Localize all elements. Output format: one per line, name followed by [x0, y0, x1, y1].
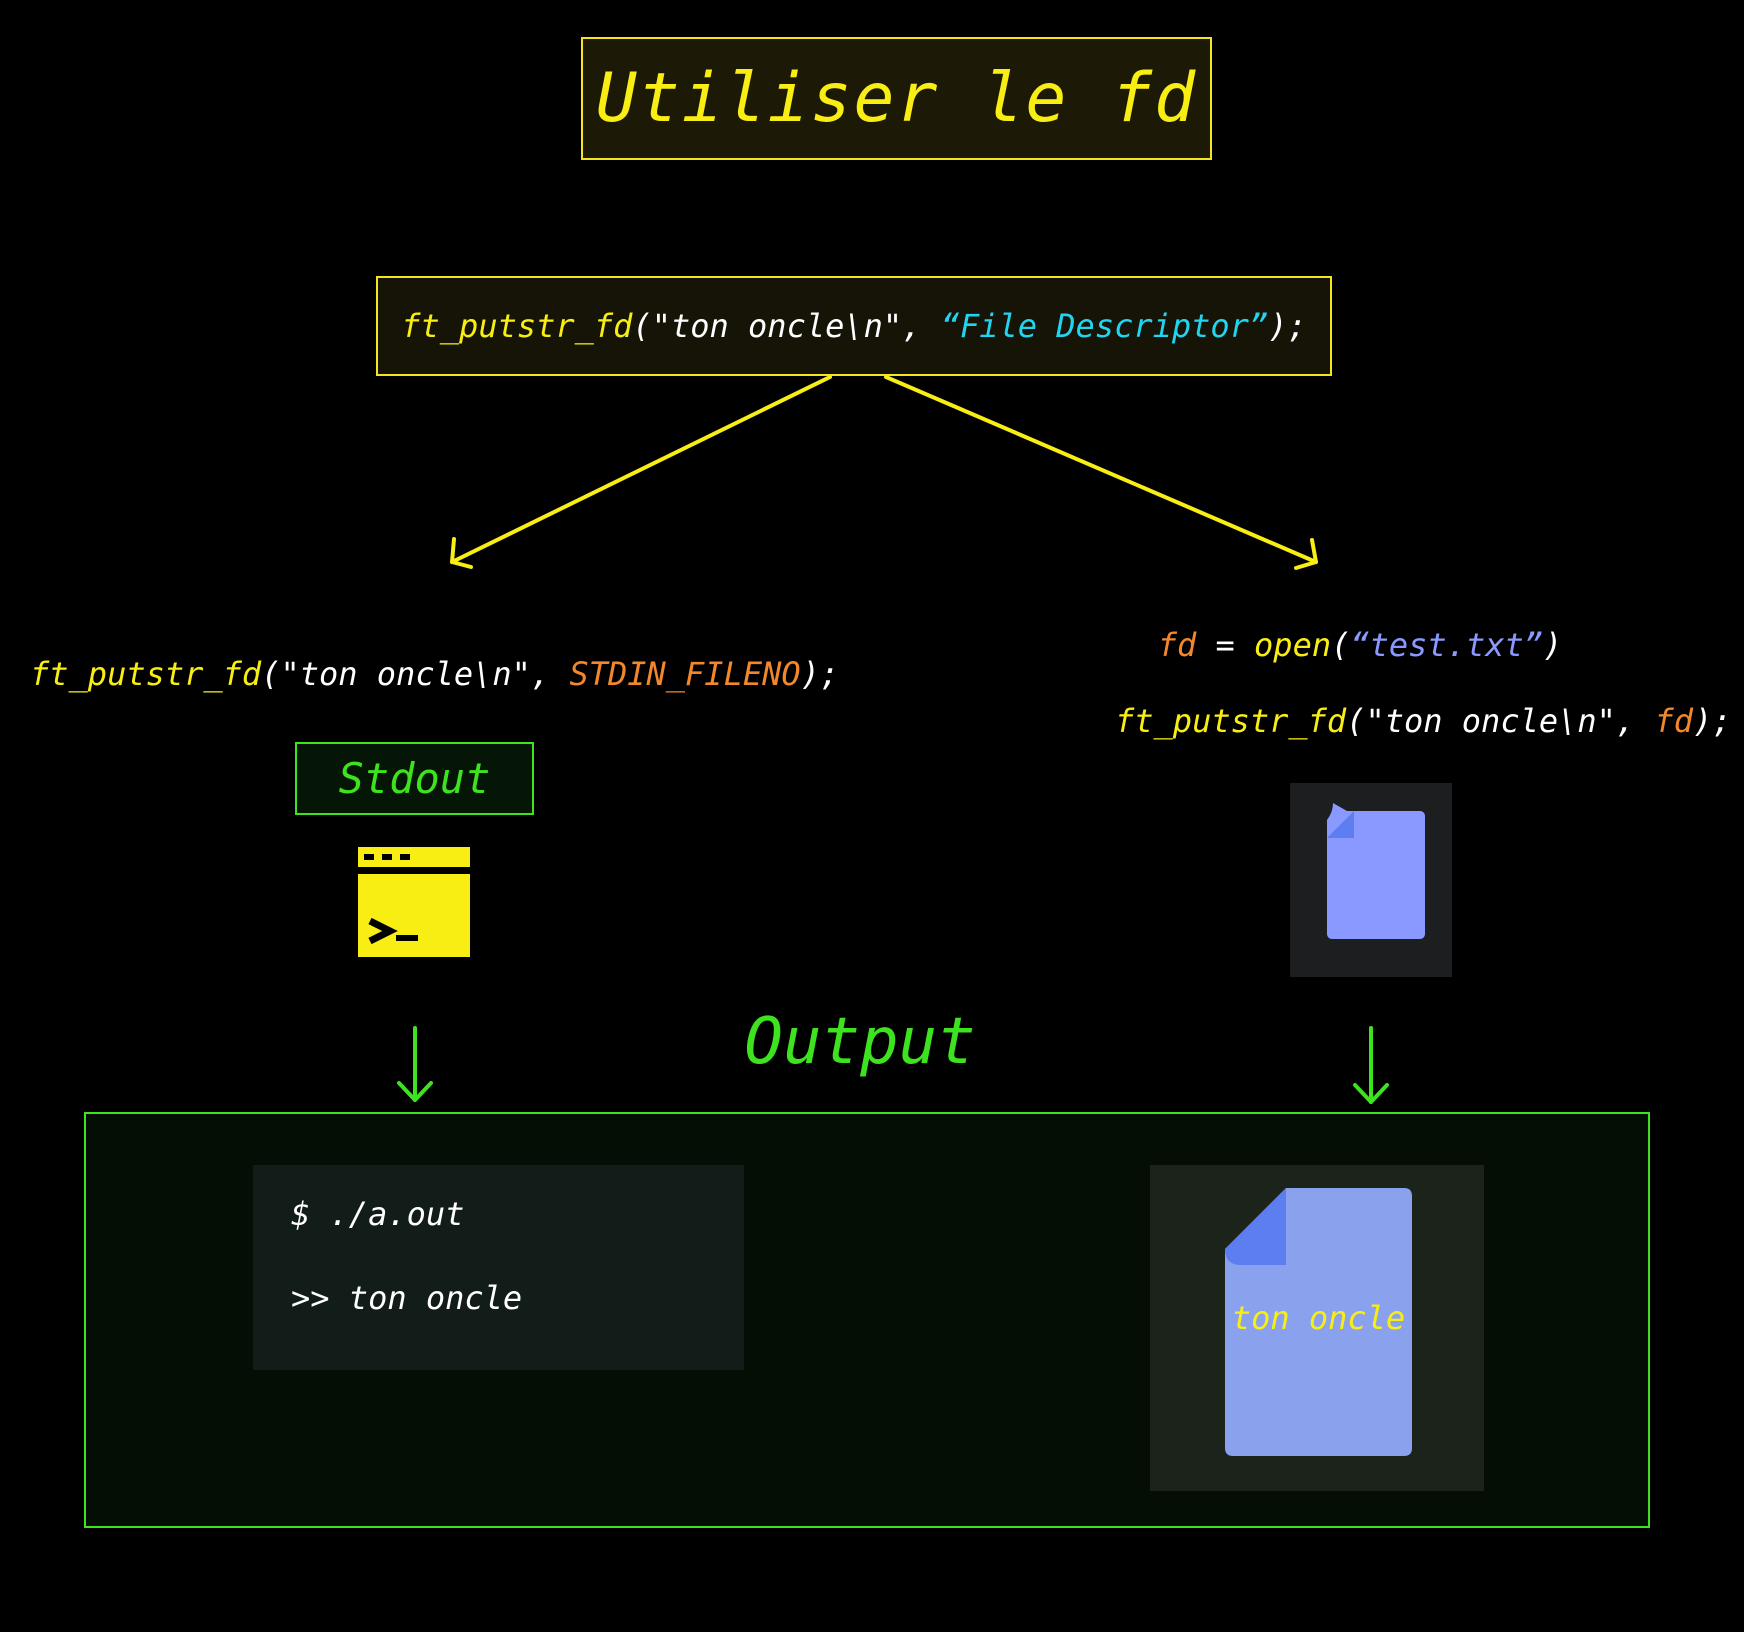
- output-label: Output: [744, 1005, 976, 1079]
- right-open-eq: =: [1196, 626, 1255, 664]
- left-branch-arrow: [450, 375, 832, 564]
- right-open-paren: (: [1331, 626, 1351, 664]
- right-down-arrow-head: [1353, 1083, 1389, 1104]
- title-box: Utiliser le fd: [581, 37, 1212, 160]
- right-arrow-head: [1294, 538, 1318, 570]
- left-code-paren: (: [261, 655, 281, 693]
- stdout-label: Stdout: [338, 754, 491, 803]
- file-output-content: ton oncle: [1231, 1299, 1406, 1337]
- stdout-box: Stdout: [295, 742, 534, 815]
- right-open-arg: “test.txt”: [1350, 626, 1544, 664]
- top-code-paren: (: [632, 307, 652, 345]
- right-branch-arrow: [884, 375, 1318, 564]
- left-code-close: );: [800, 655, 840, 693]
- top-code-line: ft_putstr_fd("ton oncle\n", “File Descri…: [401, 307, 1306, 345]
- top-code-fd: “File Descriptor”: [940, 307, 1269, 345]
- top-code-str: "ton oncle\n",: [651, 307, 941, 345]
- left-code-line: ft_putstr_fd("ton oncle\n", STDIN_FILENO…: [30, 655, 839, 701]
- right-code-fn: ft_putstr_fd: [1115, 702, 1347, 740]
- right-code-close: );: [1692, 702, 1732, 740]
- file-tile: [1290, 783, 1452, 977]
- left-code-fn: ft_putstr_fd: [30, 655, 262, 693]
- file-output-panel: ton oncle: [1150, 1165, 1484, 1491]
- terminal-output-panel: $ ./a.out >> ton oncle: [253, 1165, 744, 1370]
- terminal-line-command: $ ./a.out: [291, 1195, 465, 1233]
- left-code-fd: STDIN_FILENO: [569, 655, 801, 693]
- left-code-str: "ton oncle\n",: [280, 655, 570, 693]
- right-open-line: fd = open(“test.txt”): [1100, 626, 1620, 672]
- top-code-fn: ft_putstr_fd: [401, 307, 633, 345]
- terminal-line-result: >> ton oncle: [291, 1279, 523, 1317]
- right-open-close: ): [1543, 626, 1563, 664]
- file-output-icon: [1225, 1188, 1412, 1456]
- diagram-title: Utiliser le fd: [595, 59, 1198, 138]
- right-code-line: ft_putstr_fd("ton oncle\n", fd);: [1115, 702, 1740, 748]
- right-open-var: fd: [1157, 626, 1197, 664]
- right-code-str: "ton oncle\n",: [1365, 702, 1655, 740]
- right-code-fd: fd: [1654, 702, 1693, 740]
- right-code-paren: (: [1346, 702, 1366, 740]
- file-icon: [1327, 803, 1425, 939]
- top-code-close: );: [1268, 307, 1307, 345]
- left-down-arrow-head: [397, 1081, 433, 1102]
- left-arrow-head: [450, 537, 473, 569]
- terminal-icon: [358, 847, 470, 957]
- right-open-fn: open: [1254, 626, 1332, 664]
- top-code-box: ft_putstr_fd("ton oncle\n", “File Descri…: [376, 276, 1332, 376]
